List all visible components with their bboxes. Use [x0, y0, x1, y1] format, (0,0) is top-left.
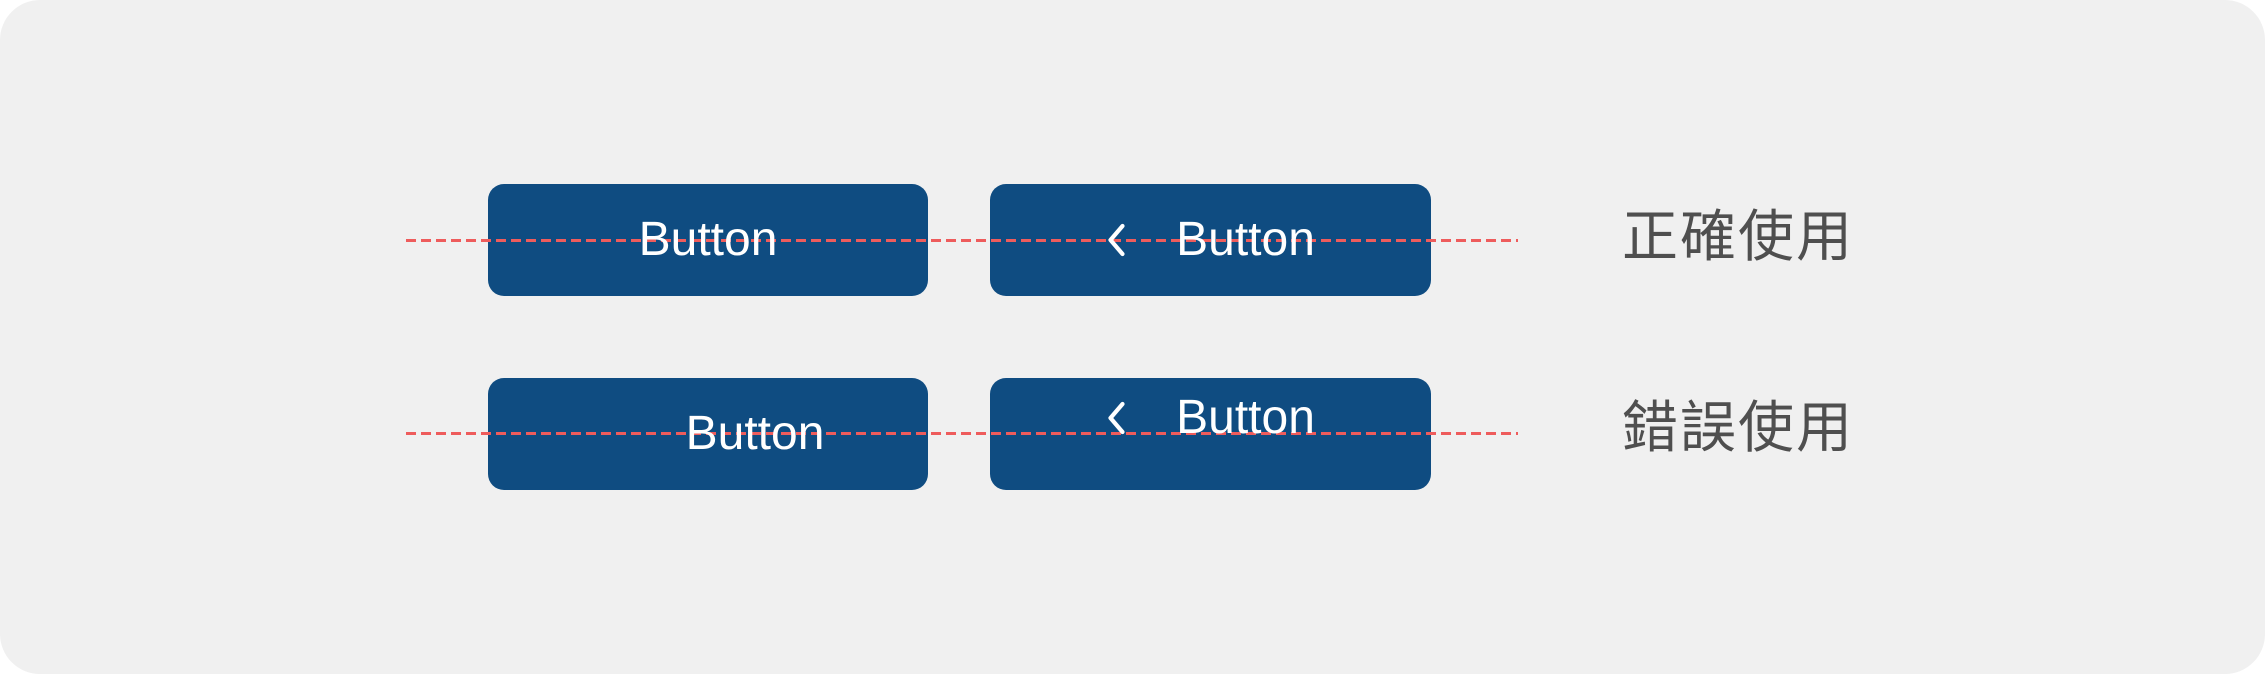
- chevron-left-icon: [1106, 223, 1126, 257]
- button-content: Button: [1106, 216, 1315, 264]
- usage-label-incorrect: 錯誤使用: [1622, 396, 1854, 459]
- center-guide-line-correct: [406, 239, 1518, 242]
- button-label: Button: [685, 407, 825, 460]
- usage-label-correct: 正確使用: [1622, 205, 1854, 268]
- center-guide-line-incorrect: [406, 432, 1518, 435]
- button-label: Button: [1176, 213, 1315, 266]
- button-label: Button: [638, 213, 778, 266]
- button-content: Button: [1106, 394, 1315, 442]
- chevron-left-icon: [1106, 401, 1126, 435]
- button-label: Button: [1176, 391, 1315, 444]
